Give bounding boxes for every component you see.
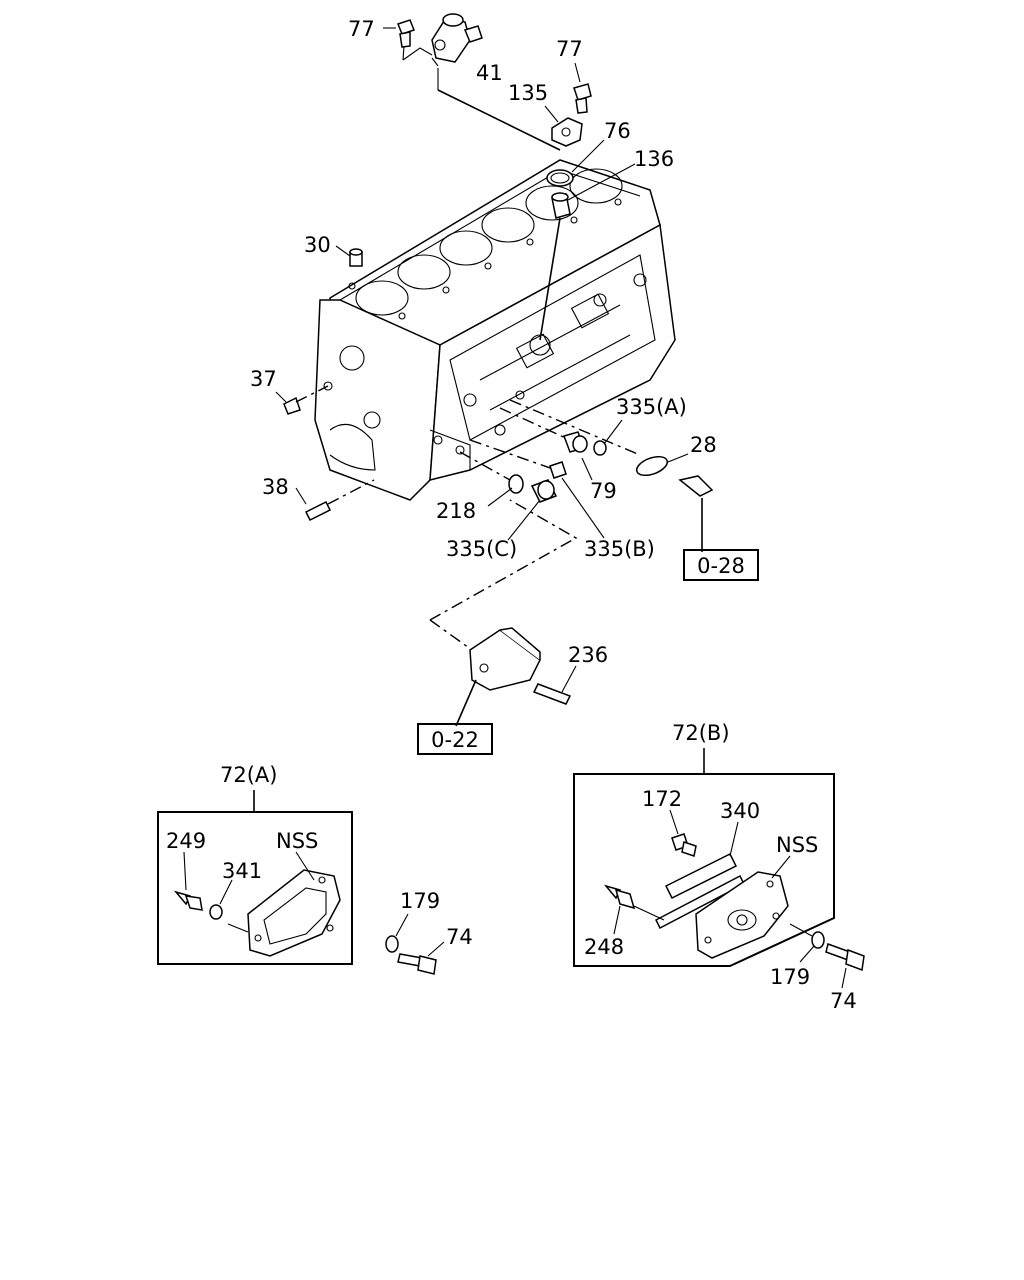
- label-179-mid: 179: [400, 889, 440, 913]
- ref-0-28-label: 0-28: [697, 554, 745, 578]
- bolt-74-mid: [397, 953, 437, 975]
- oring-179-mid: [385, 935, 399, 953]
- label-76: 76: [604, 119, 631, 143]
- kit-72a-box: [157, 790, 353, 965]
- sensor-249: [173, 890, 203, 911]
- gasket-28: [635, 455, 669, 477]
- label-236: 236: [568, 643, 608, 667]
- ref-0-22-label: 0-22: [431, 728, 479, 752]
- plug-30: [349, 248, 363, 267]
- label-41: 41: [476, 61, 503, 85]
- engine-block: [314, 159, 676, 501]
- ref-box-0-22: 0-22: [417, 723, 493, 755]
- bolt-172: [671, 833, 697, 857]
- plug-335a: [593, 440, 607, 456]
- sensor-248: [603, 884, 636, 910]
- ref-box-0-28: 0-28: [683, 549, 759, 581]
- label-77-right: 77: [556, 37, 583, 61]
- gasket-340: [655, 852, 745, 930]
- oring-76: [546, 169, 574, 187]
- label-341: 341: [222, 859, 262, 883]
- label-218: 218: [436, 499, 476, 523]
- bolt-0-28: [678, 475, 714, 497]
- label-74-right: 74: [830, 989, 857, 1013]
- fitting-136: [551, 192, 571, 219]
- label-72a: 72(A): [220, 763, 277, 787]
- plug-79: [563, 431, 588, 453]
- label-172: 172: [642, 787, 682, 811]
- label-79: 79: [590, 479, 617, 503]
- label-nss-a: NSS: [276, 829, 318, 853]
- plate-135: [551, 117, 583, 147]
- pin-38: [304, 500, 332, 522]
- washer-341: [209, 904, 223, 920]
- label-136: 136: [634, 147, 674, 171]
- bolt-37: [283, 396, 301, 415]
- callout-labels: 77 41 77 135 76 136 30 37 335(A) 28 79 3…: [166, 17, 857, 1013]
- label-340: 340: [720, 799, 760, 823]
- plug-335c: [530, 479, 558, 503]
- label-77-left: 77: [348, 17, 375, 41]
- label-72b: 72(B): [672, 721, 730, 745]
- fitting-41: [431, 13, 483, 67]
- label-28: 28: [690, 433, 717, 457]
- label-335c: 335(C): [446, 537, 517, 561]
- stud-236: [532, 683, 572, 705]
- label-335b: 335(B): [584, 537, 655, 561]
- label-74-mid: 74: [446, 925, 473, 949]
- label-249: 249: [166, 829, 206, 853]
- label-135: 135: [508, 81, 548, 105]
- label-nss-b: NSS: [776, 833, 818, 857]
- label-248: 248: [584, 935, 624, 959]
- bracket-0-22: [469, 627, 541, 691]
- oring-179-right: [811, 931, 825, 949]
- label-179-right: 179: [770, 965, 810, 989]
- oring-218: [508, 474, 524, 494]
- plate-nss-a: [247, 869, 341, 957]
- kit-72b-box: [573, 748, 835, 967]
- label-335a: 335(A): [616, 395, 687, 419]
- label-38: 38: [262, 475, 289, 499]
- plate-nss-b: [695, 871, 789, 959]
- bolt-74-right: [825, 943, 865, 972]
- bolt-77-left: [397, 19, 415, 48]
- label-37: 37: [250, 367, 277, 391]
- label-30: 30: [304, 233, 331, 257]
- bolt-77-right: [573, 83, 592, 114]
- plug-335b: [549, 461, 567, 479]
